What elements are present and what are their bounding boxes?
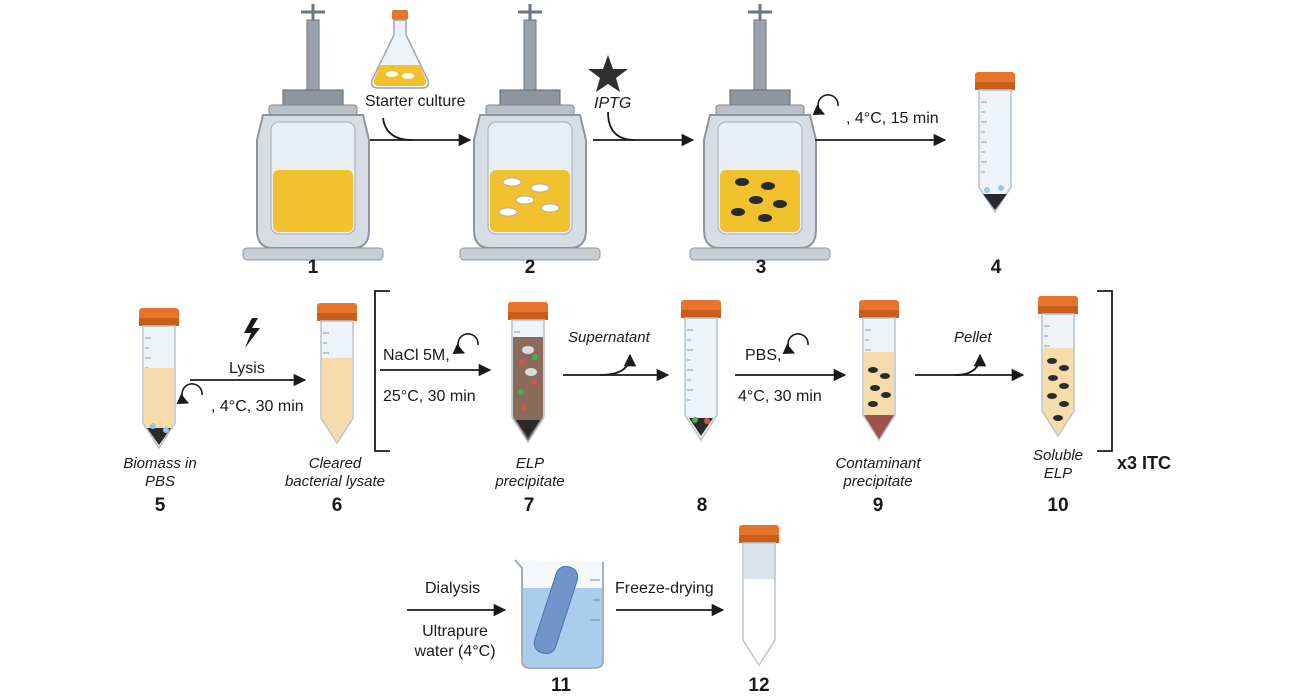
label-supernatant: Supernatant [568,329,650,346]
step-7: 7 [523,495,535,516]
step-4: 4 [990,257,1002,278]
step-6: 6 [331,495,343,516]
label-freeze-drying: Freeze-drying [615,580,714,597]
step-12: 12 [748,675,770,696]
step-11: 11 [550,675,572,696]
label-iptg: IPTG [594,95,632,112]
label-pbs: PBS, [745,347,782,364]
lysis-bolt-icon [244,318,260,348]
centrifuge-icon-1 [812,94,839,115]
left-bracket [374,290,390,452]
mixer-icon-2 [782,333,809,354]
tube-12 [738,524,780,666]
starter-culture-flask-icon [370,10,430,89]
centrifuge-icon-2 [176,383,203,404]
label-pellet: Pellet [954,329,992,346]
label-nacl: NaCl 5M, [383,347,450,364]
label-dialysis: Dialysis [425,580,481,597]
step-5: 5 [154,495,166,516]
arrow-pellet [954,353,987,376]
label-temp-4: 4°C, 30 min [738,388,822,405]
label-temp-25: 25°C, 30 min [383,388,476,405]
tube-4 [974,71,1016,213]
label-centrifuge-2: , 4°C, 30 min [211,398,304,415]
tube-6 [316,302,358,444]
step-3: 3 [755,257,767,278]
arrow-supernatant [599,353,637,376]
arrow-curve-1 [382,117,413,141]
beaker-11 [514,559,604,669]
step-2: 2 [524,257,536,278]
label-starter-culture: Starter culture [365,93,466,110]
right-bracket [1097,290,1113,452]
reactor-2 [458,2,602,262]
tube-8 [680,299,722,441]
step-1: 1 [307,257,319,278]
label-centrifuge-1: , 4°C, 15 min [846,110,939,127]
label-repeat: x3 ITC [1117,453,1172,473]
step-8: 8 [696,495,708,516]
tube-9 [858,299,900,441]
iptg-star-icon [588,55,628,92]
reactor-1 [241,2,385,262]
step-9: 9 [872,495,884,516]
mixer-icon-1 [452,333,479,354]
arrow-curve-2 [607,111,636,141]
tube-5 [138,307,180,449]
tube-10 [1037,295,1079,437]
tube-7 [507,301,549,443]
step-10: 10 [1047,495,1069,516]
reactor-3 [688,2,832,262]
label-lysis: Lysis [229,360,265,377]
